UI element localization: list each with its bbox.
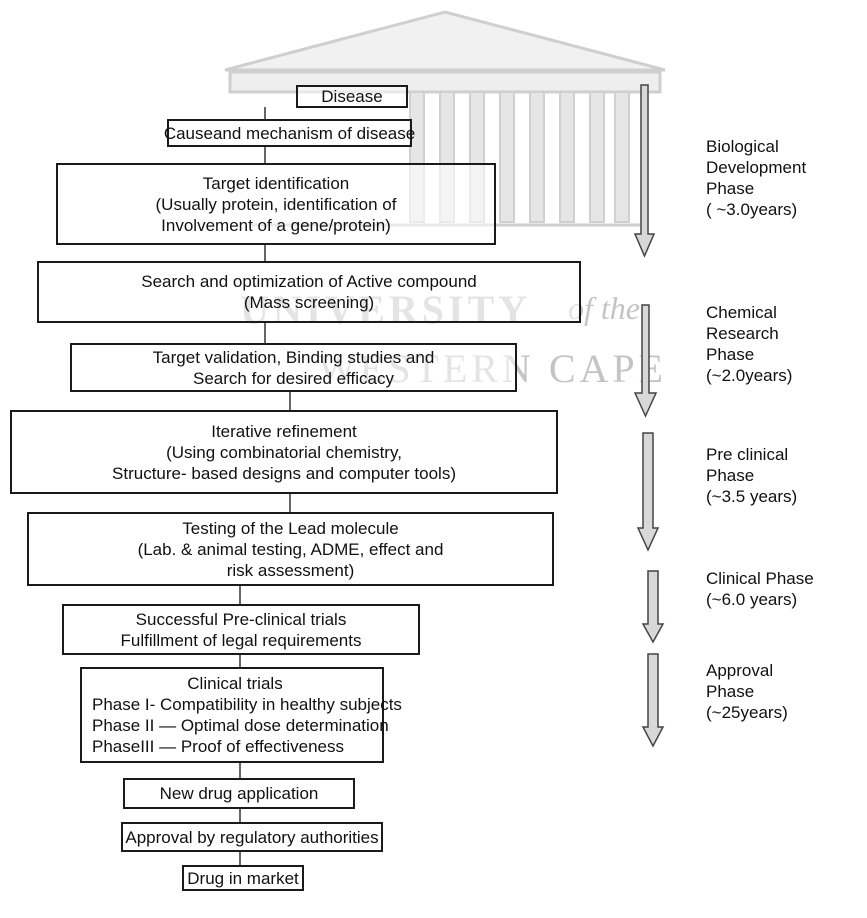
flow-box-clinical-trials: Clinical trials Phase I- Compatibility i… [80,667,402,763]
phase-line: Phase [706,466,755,485]
phase-line: Development [706,158,807,177]
phase-label-biological: Biological Development Phase ( ~3.0years… [706,136,806,220]
box-line: Involvement of a gene/protein) [161,215,391,235]
box-line: Structure- based designs and computer to… [112,463,456,483]
flow-box-drug-in-market: Drug in market [182,865,304,891]
phase-line: Phase [706,179,755,198]
box-line: Approval by regulatory authorities [125,827,379,847]
phase-line: Biological [706,137,779,156]
phase-line: Phase [706,682,755,701]
phase-line: (~3.5 years) [706,487,798,506]
phase-label-chemical: Chemical Research Phase (~2.0years) [706,302,792,386]
phase-line: Research [706,324,779,343]
phase-arrow-down-icon [641,570,665,644]
phase-label-preclinical: Pre clinical Phase (~3.5 years) [706,444,797,507]
phase-arrow-down-icon [636,432,660,552]
flow-box-target-identification: Target identification (Usually protein, … [56,163,496,245]
box-line: Search for desired efficacy [193,368,394,388]
flow-box-iterative-refinement: Iterative refinement (Using combinatoria… [10,410,558,494]
box-line: (Mass screening) [243,293,375,312]
flow-box-cause-mechanism: Causeand mechanism of disease [163,119,416,147]
phase-line: (~6.0 years) [706,590,798,609]
phase-line: Approval [706,661,774,680]
phase-label-clinical: Clinical Phase (~6.0 years) [706,568,814,610]
flow-box-lead-testing: Testing of the Lead molecule (Lab. & ani… [27,512,554,586]
box-line: PhaseIII — Proof of effectiveness [92,737,344,756]
box-line: Disease [321,87,383,106]
box-line: Causeand mechanism of disease [163,123,416,143]
box-line: (Lab. & animal testing, ADME, effect and [137,539,444,559]
box-line: Iterative refinement [211,421,357,441]
flow-box-disease: Disease [296,85,408,108]
phase-label-approval: Approval Phase (~25years) [706,660,788,723]
box-line: Search and optimization of Active compou… [141,272,477,291]
box-line: New drug application [159,784,319,803]
phase-line: (~25years) [706,703,788,722]
box-line: Target identification [202,173,350,193]
phase-line: (~2.0years) [706,366,793,385]
box-line: Phase I- Compatibility in healthy subjec… [92,695,402,714]
box-line: Target validation, Binding studies and [152,347,435,367]
box-line: Fulfillment of legal requirements [120,630,362,650]
phase-line: Clinical Phase [706,569,814,588]
box-line: Clinical trials [187,674,283,693]
phase-line: Phase [706,345,755,364]
flow-box-new-drug-application: New drug application [123,778,355,809]
box-line: Phase II — Optimal dose determination [92,716,389,735]
box-line: risk assessment) [226,560,355,580]
flow-box-search-optimization: Search and optimization of Active compou… [37,261,581,323]
flow-box-preclinical-trials: Successful Pre-clinical trials Fulfillme… [62,604,420,655]
phase-arrow-down-icon [633,84,656,258]
phase-line: ( ~3.0years) [706,200,798,219]
phase-line: Chemical [706,303,777,322]
flow-box-regulatory-approval: Approval by regulatory authorities [121,822,383,852]
phase-line: Pre clinical [706,445,789,464]
phase-arrow-down-icon [633,304,658,418]
box-line: Successful Pre-clinical trials [135,609,347,629]
box-line: (Using combinatorial chemistry, [166,442,402,462]
box-line: (Usually protein, identification of [155,194,397,214]
box-line: Drug in market [187,868,299,888]
phase-arrow-down-icon [641,653,665,748]
box-line: Testing of the Lead molecule [182,518,399,538]
flow-box-target-validation: Target validation, Binding studies and S… [70,343,517,392]
